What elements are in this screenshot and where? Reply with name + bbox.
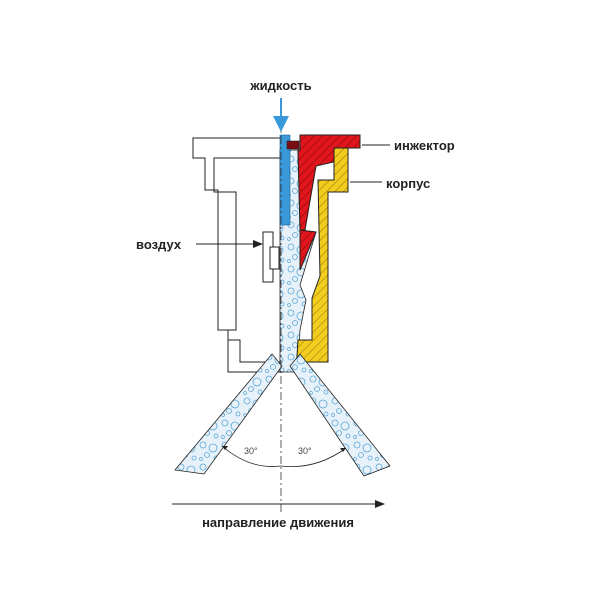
angle-label-left: 30° xyxy=(244,446,258,456)
label-body: корпус xyxy=(386,176,430,191)
label-liquid: жидкость xyxy=(249,78,311,93)
spray-left xyxy=(174,353,283,475)
spray-right xyxy=(289,353,391,477)
angle-label-right: 30° xyxy=(298,446,312,456)
label-injector: инжектор xyxy=(394,138,455,153)
angle-arc-right xyxy=(280,447,347,467)
injector-part xyxy=(297,134,361,231)
orifice-plug xyxy=(286,140,300,150)
liquid-column xyxy=(279,134,291,226)
angle-arrowhead-left xyxy=(222,446,228,450)
outer-housing xyxy=(192,137,284,373)
label-air: воздух xyxy=(136,237,182,252)
injector-tip xyxy=(299,229,317,271)
angle-arrowhead-right xyxy=(340,448,346,452)
label-direction: направление движения xyxy=(202,515,354,530)
angle-arc-left xyxy=(221,445,282,467)
